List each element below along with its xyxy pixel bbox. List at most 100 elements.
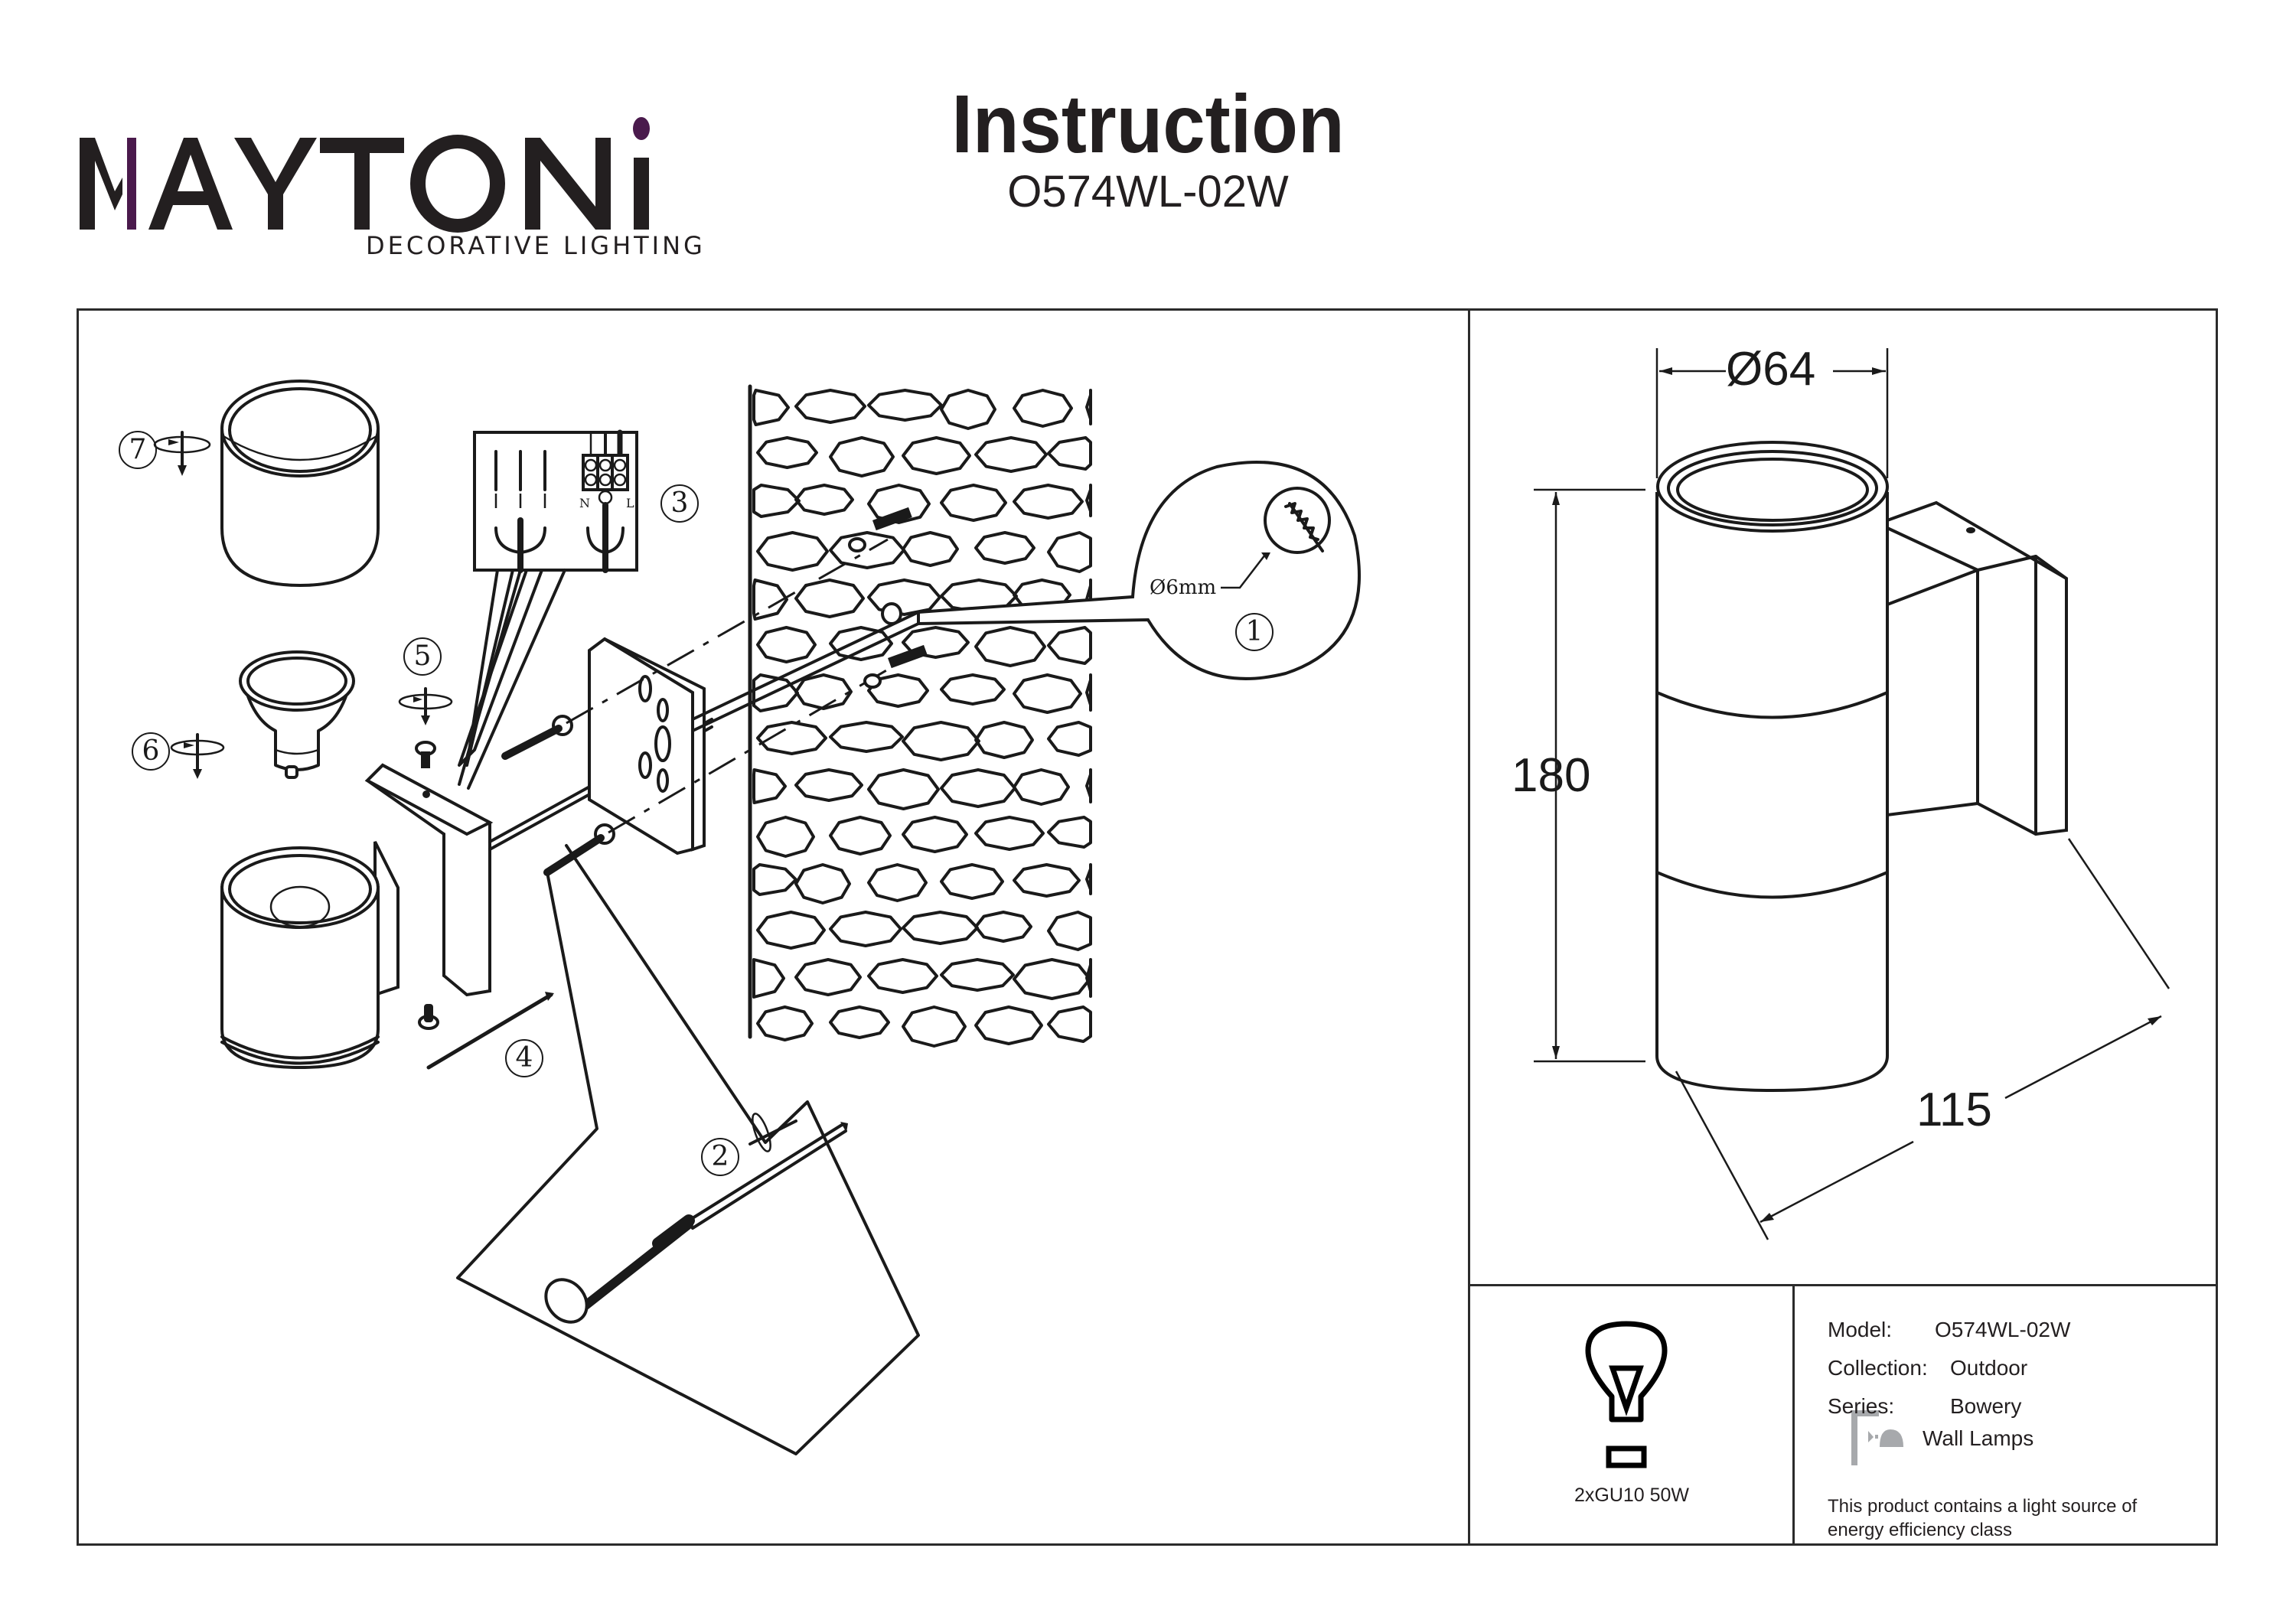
step-1-callout: 1	[1235, 613, 1274, 651]
wall-stone	[1013, 484, 1084, 520]
wall-stone	[1047, 1005, 1092, 1043]
wall-stone	[867, 484, 931, 524]
screwdriver-callout	[456, 844, 920, 1455]
instruction-frame	[77, 308, 2218, 1546]
wall-stone	[756, 626, 817, 663]
rotate-arrow-icon	[170, 733, 225, 779]
wall-stone	[974, 531, 1035, 565]
wall-stone	[829, 816, 892, 855]
wall-stone	[940, 673, 1006, 706]
drill-diameter-label: Ø6mm	[1150, 576, 1217, 599]
wall-stone	[756, 816, 815, 858]
wall-stone	[867, 578, 941, 616]
wall-stone	[829, 626, 893, 661]
wall-stone	[829, 1005, 890, 1039]
wall-stone	[756, 531, 829, 572]
spec-model-value: O574WL-02W	[1935, 1318, 2071, 1341]
screw-step5	[398, 687, 453, 768]
wall-stone	[902, 626, 970, 659]
dimension-depth: 115	[1916, 1084, 1992, 1136]
wall-stone	[867, 389, 943, 422]
brand-logo	[75, 115, 703, 233]
stone-wall	[748, 384, 1092, 1048]
cover-cylinder-top	[220, 380, 380, 587]
wall-stone	[1085, 673, 1092, 712]
wall-stone	[829, 531, 905, 569]
info-panel-divider	[1792, 1284, 1795, 1546]
terminal-n-label: N	[579, 496, 590, 510]
step-3-callout: 3	[660, 484, 699, 523]
brand-tagline: DECORATIVE LIGHTING	[366, 231, 706, 260]
wall-stone	[752, 389, 790, 426]
wall-stone	[1013, 673, 1082, 714]
wall-stone	[974, 911, 1032, 943]
wall-stone	[1085, 389, 1092, 425]
lightbulb-icon	[1585, 1321, 1668, 1468]
wall-stone	[940, 958, 1015, 992]
wall-stone	[794, 389, 866, 424]
terminal-l-label: L	[626, 496, 634, 510]
wall-stone	[1047, 721, 1092, 757]
wall-stone	[829, 911, 902, 947]
wall-stone	[752, 673, 799, 712]
wall-stone	[1085, 863, 1092, 895]
wall-stone	[940, 863, 1004, 900]
wall-stone	[794, 673, 853, 710]
wall-stone	[756, 1005, 814, 1041]
dimension-drawing	[1534, 348, 2170, 1240]
wall-stone	[902, 531, 959, 567]
wall-stone	[902, 911, 979, 945]
wall-stone	[974, 626, 1046, 667]
gu10-bulb-upper	[239, 650, 355, 779]
wall-stone	[756, 911, 826, 950]
wall-stone	[940, 389, 996, 430]
wall-stone	[940, 768, 1016, 808]
step-5-callout: 5	[403, 637, 442, 676]
spec-model-label: Model:	[1828, 1318, 1893, 1341]
page-title: Instruction	[951, 77, 1345, 170]
wall-stone	[794, 484, 854, 516]
wall-stone	[1013, 389, 1073, 428]
drill-detail-magnifier	[917, 461, 1361, 680]
wall-stone	[867, 673, 929, 708]
wall-stone	[1085, 958, 1092, 998]
wall-stone	[974, 721, 1034, 759]
energy-note: This product contains a light source of …	[1828, 1496, 2138, 1540]
panel-divider-horizontal	[1468, 1284, 2218, 1286]
maytoni-wordmark	[80, 117, 650, 233]
wall-stone	[829, 436, 895, 477]
dimension-diameter: Ø64	[1726, 343, 1816, 396]
step-4-callout: 4	[505, 1039, 543, 1077]
bulb-spec: 2xGU10 50W	[1574, 1484, 1690, 1506]
wall-stone	[902, 436, 971, 475]
wall-stone	[867, 768, 940, 810]
wall-stone	[1085, 768, 1092, 803]
wall-stone	[974, 1005, 1043, 1045]
wall-stone	[1047, 911, 1092, 951]
wiring-detail-box	[458, 429, 638, 790]
wall-stone	[1085, 484, 1092, 517]
rotate-arrow-icon	[153, 431, 211, 476]
wall-stone	[1013, 863, 1081, 898]
wall-stone	[1047, 531, 1092, 573]
wall-stone	[752, 958, 785, 999]
wall-stone	[902, 816, 968, 853]
wall-stone	[794, 578, 865, 618]
wall-stone	[752, 484, 801, 518]
wall-lamp-icon	[1851, 1410, 1903, 1465]
wall-stone	[752, 863, 797, 896]
dimension-height: 180	[1512, 749, 1591, 802]
wall-stone	[867, 863, 928, 902]
wall-stone	[974, 436, 1048, 473]
wall-stone	[902, 721, 980, 761]
wall-stone	[1047, 626, 1092, 665]
wall-stone	[794, 768, 863, 802]
step-2-callout: 2	[701, 1138, 739, 1176]
step-6-callout: 6	[132, 732, 170, 771]
spec-collection-value: Outdoor	[1950, 1356, 2028, 1380]
spec-type-value: Wall Lamps	[1923, 1426, 2034, 1450]
wall-stone	[829, 721, 904, 753]
mount-arrow	[426, 992, 554, 1070]
wall-stone	[752, 578, 788, 621]
wall-stone	[940, 484, 1007, 522]
